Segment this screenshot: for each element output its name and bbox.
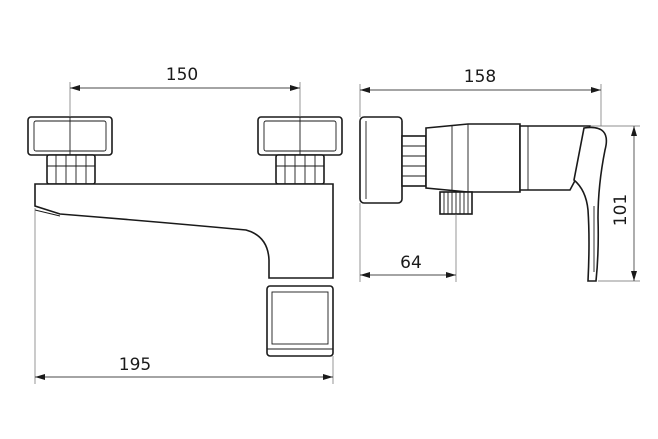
dimension-label-195: 195 — [119, 355, 151, 375]
right-connector — [275, 154, 325, 185]
side-valve-body — [425, 123, 521, 193]
side-threaded-outlet — [439, 191, 473, 215]
diverter-box — [266, 285, 334, 357]
front-view — [27, 116, 343, 357]
dimension-valve-spacing: 150 — [69, 65, 301, 117]
left-handle — [27, 116, 113, 156]
side-lever — [573, 126, 608, 282]
dimension-outlet-offset: 64 — [359, 203, 457, 282]
dimension-side-depth: 158 — [359, 67, 602, 126]
side-cartridge — [519, 125, 592, 191]
dimension-height: 101 — [590, 125, 640, 282]
dimension-label-64: 64 — [400, 253, 422, 273]
side-connector — [401, 135, 427, 187]
side-view — [359, 116, 608, 282]
left-connector — [46, 154, 96, 185]
dimension-label-150: 150 — [166, 65, 198, 85]
right-handle — [257, 116, 343, 156]
faucet-body — [34, 183, 334, 279]
dimension-front-width: 195 — [34, 208, 334, 384]
dimension-label-101: 101 — [611, 194, 631, 226]
dimension-label-158: 158 — [464, 67, 496, 87]
